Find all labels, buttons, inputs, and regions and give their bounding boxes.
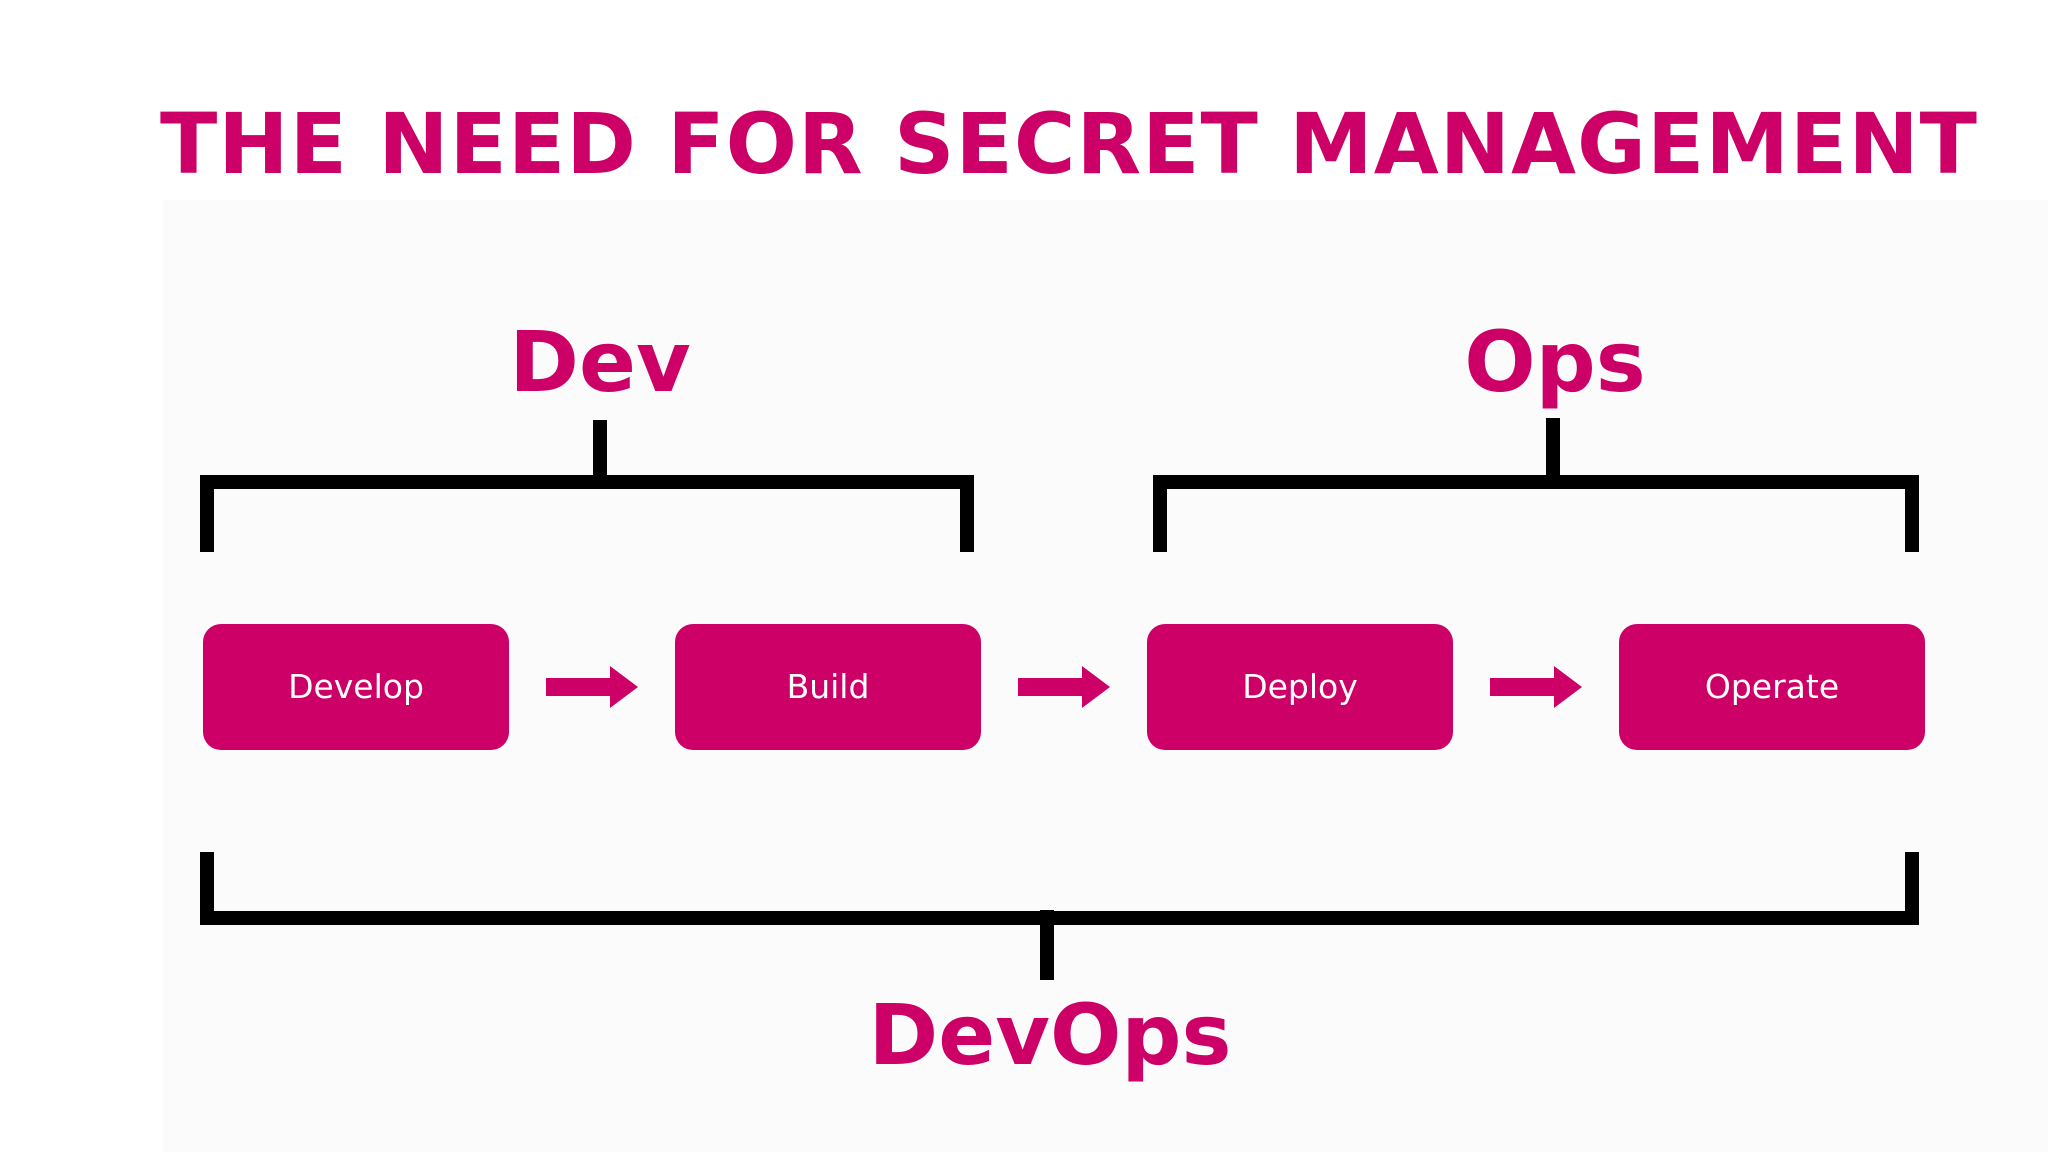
dev-label: Dev [509, 313, 691, 411]
right-arrow-icon [546, 666, 638, 708]
step-deploy[interactable]: Deploy [1147, 624, 1453, 750]
ops-bracket [1153, 418, 1919, 552]
devops-label: DevOps [868, 986, 1232, 1084]
step-operate[interactable]: Operate [1619, 624, 1925, 750]
right-arrow-icon [1490, 666, 1582, 708]
right-arrow-icon [1018, 666, 1110, 708]
devops-bracket [200, 852, 1919, 980]
step-build[interactable]: Build [675, 624, 981, 750]
ops-label: Ops [1464, 313, 1646, 411]
slide-title: THE NEED FOR SECRET MANAGEMENT [160, 95, 1978, 193]
step-develop[interactable]: Develop [203, 624, 509, 750]
dev-bracket [200, 420, 974, 552]
